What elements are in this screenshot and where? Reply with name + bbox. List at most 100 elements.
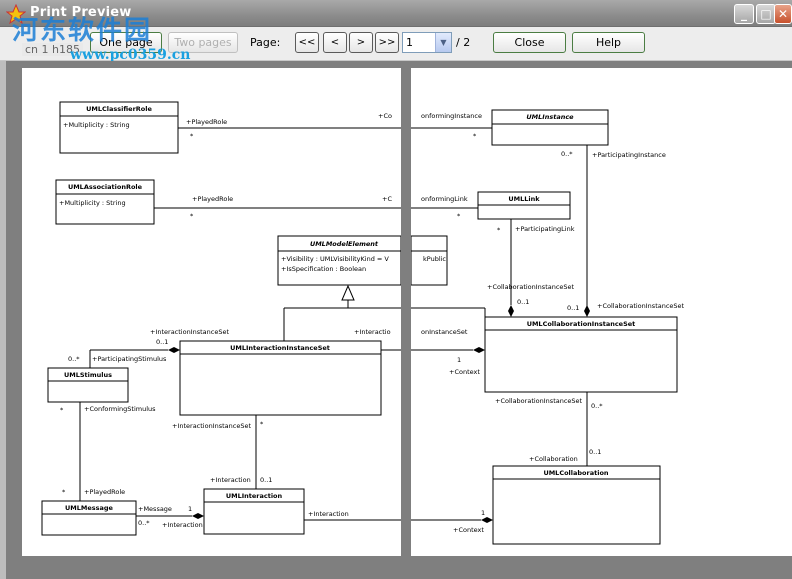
class-name: UMLCollaborationInstanceSet xyxy=(527,320,636,328)
two-pages-button[interactable]: Two pages xyxy=(168,32,238,53)
edge-label: +CollaborationInstanceSet xyxy=(495,397,583,405)
edge-label: +ParticipatingStimulus xyxy=(92,355,167,363)
class-attribute: kPublic xyxy=(423,255,446,263)
next-page-button[interactable]: > xyxy=(349,32,373,53)
close-button[interactable]: Close xyxy=(493,32,566,53)
class-name: UMLLink xyxy=(508,195,540,203)
edge-multiplicity: 0..* xyxy=(68,355,80,363)
one-page-button[interactable]: One page xyxy=(90,32,162,53)
edge-label: +CollaborationInstanceSet xyxy=(487,283,575,291)
page-number-select[interactable]: 1 ▼ xyxy=(402,32,452,53)
app-icon xyxy=(6,4,26,24)
edge-label: onInstanceSet xyxy=(421,328,468,336)
edge-multiplicity: * xyxy=(457,212,461,220)
edge-multiplicity: 0..1 xyxy=(260,476,272,484)
edge-label: +C xyxy=(382,195,392,203)
edge-label: +CollaborationInstanceSet xyxy=(597,302,685,310)
page-label: Page: xyxy=(250,36,281,49)
class-name: UMLInteractionInstanceSet xyxy=(230,344,330,352)
class-model-element: UMLModelElement +Visibility : UMLVisibil… xyxy=(277,235,402,286)
edge-multiplicity: * xyxy=(497,226,501,234)
preview-page-1: UMLClassifierRole +Multiplicity : String… xyxy=(22,68,402,556)
uml-diagram-right: onformingInstance * UMLInstance 0..* +Pa… xyxy=(410,109,685,545)
edge-label: onformingLink xyxy=(421,195,468,203)
class-name: UMLInstance xyxy=(526,113,574,121)
first-page-button[interactable]: << xyxy=(295,32,319,53)
edge-label: +PlayedRole xyxy=(84,488,125,496)
help-button[interactable]: Help xyxy=(572,32,645,53)
maximize-button[interactable]: □ xyxy=(756,4,776,24)
edge-multiplicity: * xyxy=(260,420,264,428)
edge-label: +Co xyxy=(378,112,392,120)
class-interaction-instance-set: UMLInteractionInstanceSet xyxy=(179,340,382,416)
edge-label: +Interactio xyxy=(354,328,391,336)
class-instance: UMLInstance xyxy=(491,109,609,146)
edge-label: +ConformingStimulus xyxy=(84,405,156,413)
chevron-down-icon[interactable]: ▼ xyxy=(435,33,451,52)
edge-multiplicity: 0..* xyxy=(138,519,150,527)
class-association-role: UMLAssociationRole +Multiplicity : Strin… xyxy=(55,179,155,225)
class-classifier-role: UMLClassifierRole +Multiplicity : String xyxy=(59,101,179,154)
class-name: UMLInteraction xyxy=(226,492,283,500)
class-attribute: +Visibility : UMLVisibilityKind = V xyxy=(281,255,389,263)
class-stimulus: UMLStimulus xyxy=(47,367,129,403)
edge-multiplicity: 1 xyxy=(188,505,192,513)
edge-label: +Context xyxy=(453,526,484,534)
page-number-value: 1 xyxy=(406,36,413,49)
edge-multiplicity: 0..1 xyxy=(589,448,601,456)
watermark-code: cn 1 h185 xyxy=(22,43,83,56)
class-collaboration-instance-set: UMLCollaborationInstanceSet xyxy=(484,316,678,393)
edge-label: +InteractionInstanceSet xyxy=(172,422,251,430)
edge-multiplicity: 0..1 xyxy=(517,298,529,306)
class-name: UMLCollaboration xyxy=(543,469,608,477)
class-attribute: +Multiplicity : String xyxy=(63,121,130,129)
maximize-icon: □ xyxy=(760,7,772,21)
uml-diagram-left: UMLClassifierRole +Multiplicity : String… xyxy=(41,101,402,536)
edge-label: +Interaction xyxy=(210,476,251,484)
edge-multiplicity: 0..* xyxy=(561,150,573,158)
left-scroll-edge[interactable] xyxy=(0,61,6,579)
preview-page-2: onformingInstance * UMLInstance 0..* +Pa… xyxy=(410,68,792,556)
edge-multiplicity: 0..1 xyxy=(156,338,168,346)
edge-label: +InteractionInstanceSet xyxy=(150,328,229,336)
edge-multiplicity: 0..1 xyxy=(567,304,579,312)
class-name: UMLStimulus xyxy=(64,371,112,379)
class-name: UMLAssociationRole xyxy=(68,183,143,191)
edge-label: +PlayedRole xyxy=(186,118,227,126)
class-attribute: +Multiplicity : String xyxy=(59,199,126,207)
class-link: UMLLink xyxy=(477,191,571,220)
class-name: UMLMessage xyxy=(65,504,114,512)
edge-multiplicity: * xyxy=(62,488,66,496)
minimize-icon: _ xyxy=(741,7,747,21)
close-window-button[interactable]: ✕ xyxy=(774,4,792,24)
close-icon: ✕ xyxy=(777,7,789,21)
edge-multiplicity: 0..* xyxy=(591,402,603,410)
minimize-button[interactable]: _ xyxy=(734,4,754,24)
edge-label: +Collaboration xyxy=(529,455,578,463)
edge-multiplicity: 1 xyxy=(457,356,461,364)
edge-label: +Interaction xyxy=(308,510,349,518)
last-page-button[interactable]: >> xyxy=(375,32,399,53)
page-total: / 2 xyxy=(456,36,471,49)
edge-multiplicity: * xyxy=(190,132,194,140)
edge-label: +Context xyxy=(449,368,480,376)
watermark-logo: 河东软件园 xyxy=(12,16,153,46)
title-bar: Print Preview _ □ ✕ xyxy=(0,0,792,27)
edge-multiplicity: 1 xyxy=(481,509,485,517)
window-title: Print Preview xyxy=(30,5,132,20)
edge-label: onformingInstance xyxy=(421,112,482,120)
edge-multiplicity: * xyxy=(60,406,64,414)
edge-label: +ParticipatingInstance xyxy=(592,151,666,159)
class-collaboration: UMLCollaboration xyxy=(492,465,661,545)
class-name: UMLClassifierRole xyxy=(86,105,152,113)
class-attribute: +IsSpecification : Boolean xyxy=(281,265,366,273)
edge-label: +ParticipatingLink xyxy=(515,225,575,233)
watermark-url: www.pc0359.cn xyxy=(70,47,191,63)
previous-page-button[interactable]: < xyxy=(323,32,347,53)
preview-toolbar: One page Two pages Page: << < > >> 1 ▼ /… xyxy=(0,27,792,61)
edge-multiplicity: * xyxy=(190,212,194,220)
class-interaction: UMLInteraction xyxy=(203,488,305,535)
class-message: UMLMessage xyxy=(41,500,137,536)
edge-label: +Message xyxy=(138,505,172,513)
edge-multiplicity: * xyxy=(473,132,477,140)
